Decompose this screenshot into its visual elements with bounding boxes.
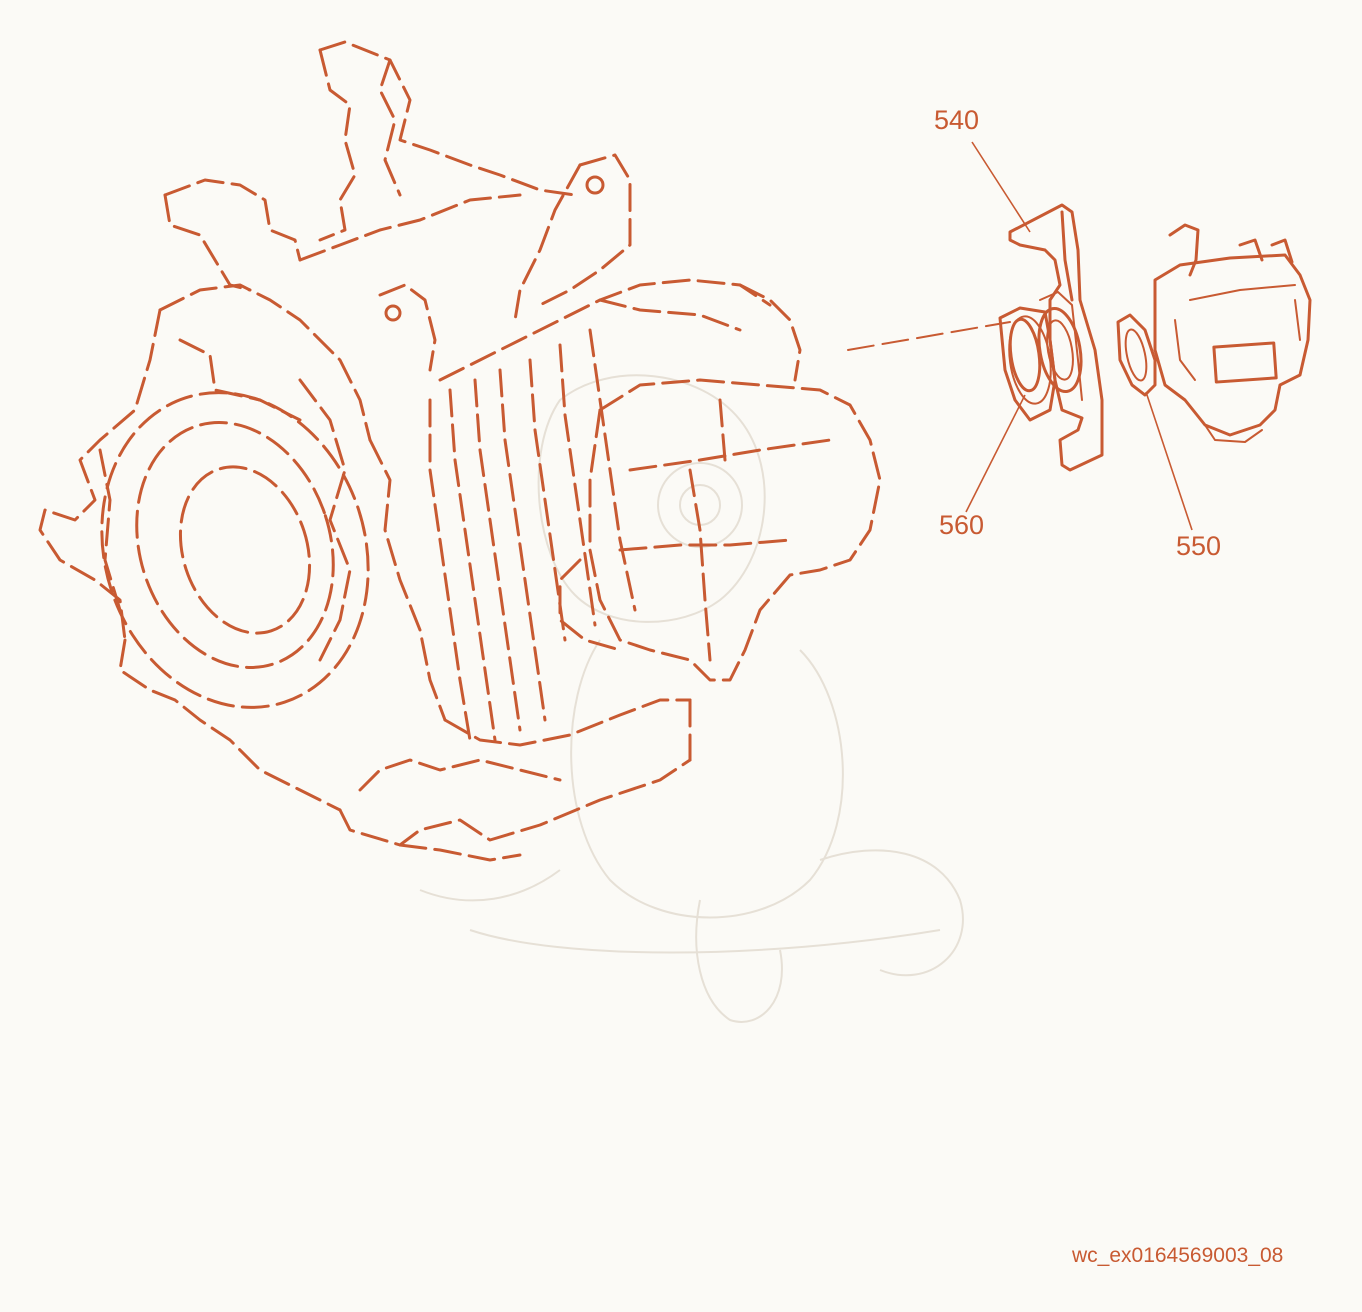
callout-550: 550 <box>1176 531 1222 561</box>
leader-560 <box>965 394 1026 513</box>
engine-assembly <box>38 40 882 862</box>
part-540-bracket <box>1008 203 1104 472</box>
leader-550 <box>1145 391 1193 531</box>
alignment-axis <box>847 321 1011 351</box>
drawing-reference-code: wc_ex0164569003_08 <box>1072 1244 1284 1267</box>
leader-540 <box>971 141 1031 233</box>
callout-560: 560 <box>939 510 985 540</box>
callout-540: 540 <box>934 105 980 135</box>
part-550-gasket <box>1116 313 1157 397</box>
carburetor <box>1153 223 1312 443</box>
part-560-insulator <box>998 306 1057 422</box>
